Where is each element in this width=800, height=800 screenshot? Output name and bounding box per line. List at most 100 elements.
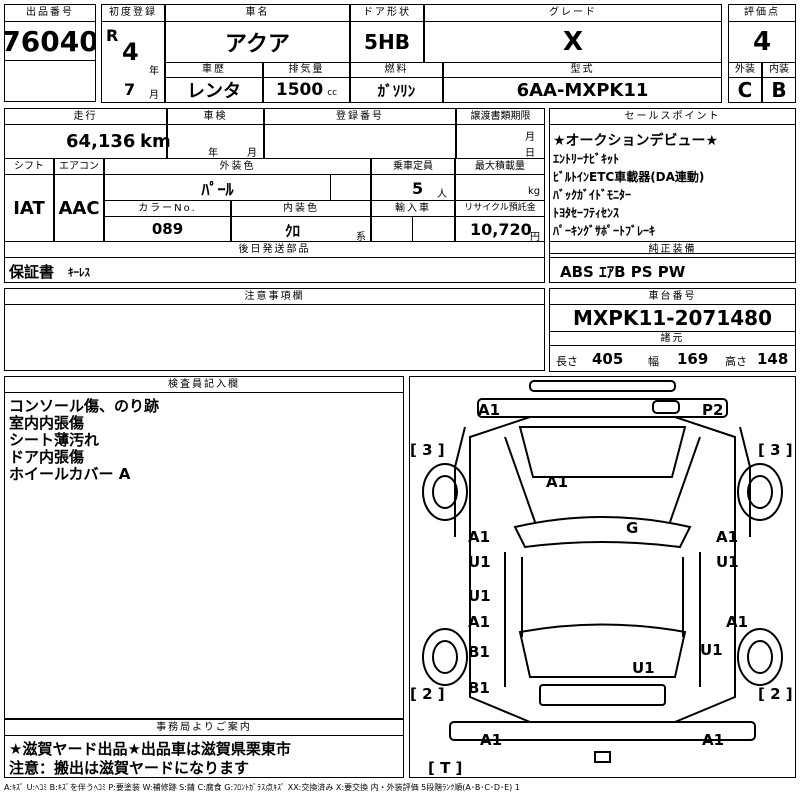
int-label: 内装 [762,62,796,78]
damage-mark: U1 [700,641,723,659]
office-line-1: ★滋賀ヤード出品★出品車は滋賀県栗東市 [9,740,291,758]
era: R [106,26,119,45]
sales-point: ﾋﾞﾙﾄｲﾝETC車載器(DA連動) [553,170,705,184]
later-parts-box [4,257,545,283]
mileage-unit: km [140,131,171,152]
inspection-year-unit: 年 [208,148,218,159]
damage-mark: B1 [468,643,490,661]
later-parts-small: ｷｰﾚｽ [68,266,90,279]
damage-mark: A1 [702,731,724,749]
color-no-label: カラーNo. [104,200,231,217]
damage-mark: A1 [468,528,490,546]
int-color-box [231,216,371,242]
notes-label: 注意事項欄 [4,288,545,305]
height: 148 [757,350,789,368]
damage-mark: U1 [716,553,739,571]
inspector-line: ホイールカバー A [9,465,131,483]
int-grade: B [762,77,796,103]
damage-mark: A1 [468,613,490,631]
damage-mark: A1 [726,613,748,631]
capacity-label: 乗車定員 [371,158,455,175]
int-color: ｸﾛ [285,222,301,240]
damage-mark: G [626,519,638,537]
car-name: アクア [165,21,350,63]
capacity: 5 [412,179,424,198]
displacement-unit: cc [327,88,338,98]
transfer-month-unit: 月 [525,132,535,143]
color-no: 089 [104,216,231,242]
damage-mark: [ 3 ] [758,441,793,459]
int-color-label: 内装色 [231,200,371,217]
score: 4 [728,21,796,63]
load-unit: kg [528,186,541,197]
first-reg-label: 初度登録 [101,4,165,22]
damage-mark: A1 [716,528,738,546]
lot-spacer [4,60,96,102]
sales-point: ｴﾝﾄﾘｰﾅﾋﾞｷｯﾄ [553,152,620,166]
office-box [4,735,404,778]
equipment: ABS ｴｱB PS PW [560,263,686,281]
year-unit: 年 [149,66,159,77]
lot-number: 76040 [4,21,96,61]
first-reg-box [101,21,165,103]
sales-box [549,124,796,254]
notes-box [4,304,545,371]
reg-no-box [264,124,456,159]
recycle: 10,720 [470,220,532,239]
score-label: 評価点 [728,4,796,22]
fuel-label: 燃料 [350,62,443,78]
history-label: 車歴 [165,62,263,78]
lot-no-label: 出品番号 [4,4,96,22]
reg-no-label: 登録番号 [264,108,456,125]
later-parts: 保証書 [9,263,55,281]
capacity-unit: 人 [437,189,447,200]
height-label: 高さ [725,355,747,368]
inspector-line: シート薄汚れ [9,431,100,449]
displacement-label: 排気量 [263,62,350,78]
mileage-label: 走行 [4,108,167,125]
inspector-label: 検査員記入欄 [4,376,404,393]
door-type: 5HB [350,21,424,63]
grade-label: グレード [424,4,722,22]
equip-label: 純正装備 [549,241,796,258]
int-color-unit: 系 [356,232,366,243]
ac: AAC [54,174,104,242]
legend: A:ｷｽﾞ U:ﾍｺﾐ B:ｷｽﾞを伴うﾍｺﾐ P:要塗装 W:補修跡 S:錆 … [4,783,520,792]
damage-mark: [ 2 ] [410,685,445,703]
damage-mark: A1 [480,731,502,749]
damage-mark: [ 3 ] [410,441,445,459]
inspector-box [4,392,404,719]
spec-label: 諸元 [549,331,796,346]
spec-box [549,345,796,372]
import-box-1 [371,216,413,242]
ext-label: 外装 [728,62,762,78]
history: レンタ [165,77,263,103]
sales-point: ﾊﾞｯｸｶﾞｲﾄﾞﾓﾆﾀｰ [553,188,632,202]
length: 405 [592,350,624,368]
ext-color-extra [330,174,371,201]
transfer-day-unit: 日 [525,148,535,159]
chassis-label: 車台番号 [549,288,796,305]
transfer-label: 譲渡書類期限 [456,108,545,125]
displacement-value: 1500 [275,80,324,100]
inspector-line: ドア内張傷 [9,448,85,466]
damage-mark: P2 [702,401,723,419]
reg-year: 4 [122,38,139,66]
ext-grade: C [728,77,762,103]
shift: IAT [4,174,54,242]
displacement: 1500 cc [263,77,350,103]
width-label: 幅 [648,355,659,368]
chassis-number: MXPK11-2071480 [549,304,796,332]
length-label: 長さ [556,355,578,368]
damage-mark: A1 [478,401,500,419]
model-code: 6AA-MXPK11 [443,77,722,103]
import-label: 輸入車 [371,200,455,217]
office-label: 事務局よりご案内 [4,719,404,736]
fuel: ｶﾞｿﾘﾝ [350,77,443,103]
inspector-line: 室内内張傷 [9,414,85,432]
later-parts-label: 後日発送部品 [4,241,545,258]
import-box-2 [412,216,455,242]
door-label: ドア形状 [350,4,424,22]
